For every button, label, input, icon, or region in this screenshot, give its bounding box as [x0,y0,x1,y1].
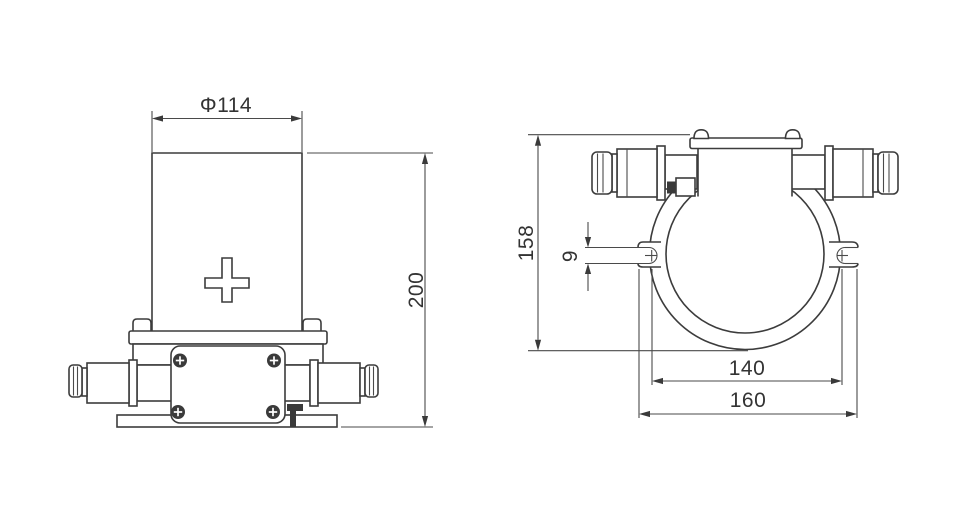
lid-dome-screw-left [693,128,710,140]
lid-dome-screw-right [784,128,801,140]
clamp-ear-right [829,241,859,268]
cover-screw [171,405,185,419]
front-view: Φ114 200 [68,94,433,428]
cover-screw [266,405,280,419]
gland-neck-left [136,364,174,402]
gland-barrel [317,362,361,404]
box-lid [689,137,803,150]
cover-screws [171,353,281,419]
cable-gland-left [68,359,138,407]
dimension-height-158: 158 [515,134,748,352]
gland-nut [364,364,379,398]
side-view: 158 9 140 160 [515,128,899,418]
gland-nut [591,151,613,195]
gland-nut [68,364,83,398]
gland-barrel [832,148,874,198]
cable-gland-right-side [790,145,899,201]
flange-bar [128,330,328,345]
dim-140-label: 140 [729,357,766,380]
junction-box-side [697,147,793,197]
dimension-slot-9: 9 [559,222,592,291]
dimension-width-140: 140 [651,269,843,385]
gland-ring [656,145,666,201]
dim-160-label: 160 [730,389,767,412]
grounding-bolt [287,404,303,427]
cover-screw [267,353,281,368]
gland-ring [128,359,138,407]
flange-tab-left [132,318,152,331]
gland-neck-right [282,364,311,402]
dim-diameter-label: Φ114 [200,94,252,117]
gland-barrel [616,148,658,198]
gland-nut [877,151,899,195]
dimension-height-200: 200 [307,152,433,428]
cover-screw [173,353,187,368]
gland-neck [790,154,826,190]
clamp-ear-left [585,241,661,268]
gland-barrel [86,362,130,404]
lamp-body-circle [665,174,825,334]
dimension-width-160: 160 [638,269,858,418]
side-bracket [667,177,696,197]
flange-tab-right [302,318,322,331]
gland-ring [824,145,834,201]
cable-gland-right [309,359,379,407]
dim-158-label: 158 [515,225,538,262]
gland-ring [309,359,319,407]
dimension-diameter: Φ114 [151,94,303,152]
dim-9-label: 9 [559,250,582,262]
dim-height-label: 200 [405,272,428,309]
lens-cross-mark [204,257,250,303]
lamp-cylinder [151,152,303,331]
junction-box [170,345,286,424]
